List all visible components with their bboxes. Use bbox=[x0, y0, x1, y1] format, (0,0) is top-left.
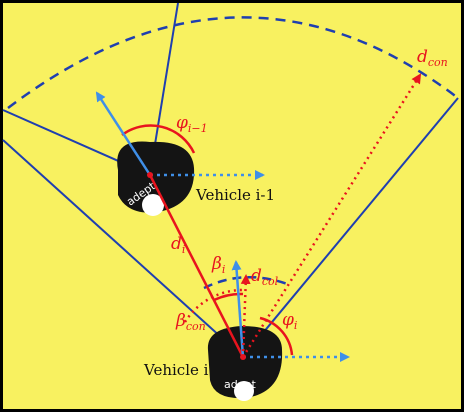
vehicle-i-center bbox=[240, 354, 246, 360]
d-con-arrow bbox=[241, 73, 422, 358]
communication-range-arc bbox=[7, 16, 459, 109]
d-col-arrow bbox=[240, 274, 251, 358]
vehicle-prev-robot: adept bbox=[117, 141, 195, 216]
beta-con-angle-arc bbox=[183, 288, 245, 323]
phi-i-angle-arc bbox=[259, 316, 294, 356]
prev-vehicle-center bbox=[147, 172, 153, 178]
label-d-con: dcon bbox=[417, 47, 448, 69]
vehicle-i-robot: adept bbox=[207, 326, 283, 401]
label-phi-i: φi bbox=[282, 310, 297, 332]
label-vehicle-i: Vehicle i bbox=[143, 361, 209, 379]
label-phi-prev: φi−1 bbox=[176, 113, 208, 135]
inter-vehicle-distance-line bbox=[148, 174, 245, 358]
beta-i-angle-arc bbox=[213, 292, 244, 302]
cone-left-boundary-line bbox=[2, 139, 244, 358]
phi-prev-angle-arc bbox=[121, 124, 196, 154]
collision-range-arc bbox=[203, 276, 291, 290]
vehicle-i-heading-arrow bbox=[231, 260, 245, 358]
label-d-i: di bbox=[171, 234, 185, 256]
label-vehicle-prev: Vehicle i-1 bbox=[195, 186, 275, 204]
label-d-col: dcol bbox=[251, 266, 279, 288]
label-beta-con: βcon bbox=[175, 311, 206, 333]
robot-caster-icon bbox=[142, 194, 164, 216]
robot-brand-i: adept bbox=[224, 378, 256, 391]
label-beta-i: βi bbox=[211, 254, 225, 276]
prev-vehicle-heading-arrow bbox=[95, 91, 152, 176]
robot-caster-icon bbox=[234, 381, 254, 401]
cone-right-boundary-line bbox=[242, 97, 459, 358]
